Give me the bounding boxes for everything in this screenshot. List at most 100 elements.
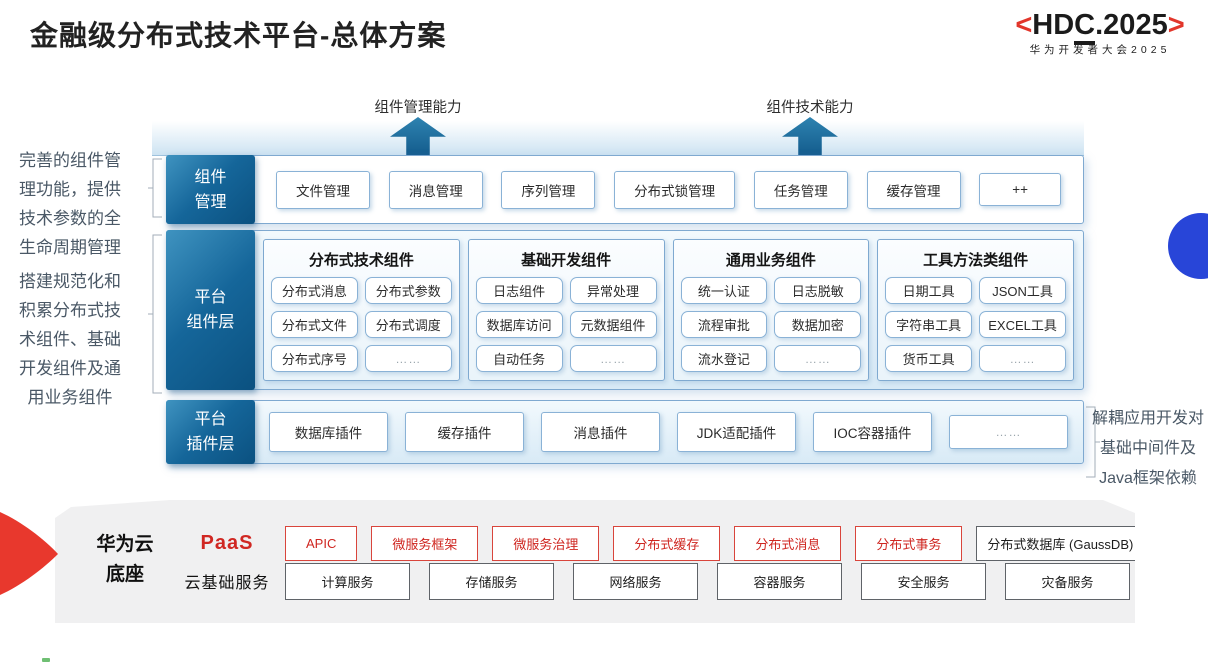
component-cell-more: …… [979,345,1066,372]
paas-item: 微服务治理 [492,526,599,561]
paas-label: PaaS [200,531,254,554]
note-platform-components: 搭建规范化和积累分布式技术组件、基础开发组件及通用业务组件 [19,272,121,407]
component-management-items: 文件管理 消息管理 序列管理 分布式锁管理 任务管理 缓存管理 ++ [254,156,1083,223]
hdc-logo-subtitle: 华为开发者大会2025 [1029,43,1171,56]
capability-label-management: 组件管理能力 [374,100,462,116]
cloud-service-item: 安全服务 [861,563,986,600]
foundation-label: 华为云 底座 [73,530,177,590]
paas-item: 分布式缓存 [613,526,720,561]
label-line: 组件 [194,168,227,186]
label-line: 管理 [194,193,227,211]
platform-component-layer-row: 平台 组件层 分布式技术组件 分布式消息 分布式参数 分布式文件 分布式调度 分… [166,230,1084,390]
logo-left-bracket: < [1015,9,1033,41]
mgmt-item: 文件管理 [276,170,370,209]
paas-item: 微服务框架 [371,526,478,561]
component-cell: 日志组件 [475,277,563,304]
label-line: 插件层 [186,436,235,453]
component-cell: 自动任务 [475,345,563,372]
component-columns: 分布式技术组件 分布式消息 分布式参数 分布式文件 分布式调度 分布式序号 ……… [254,231,1083,389]
platform-component-layer-label: 平台 组件层 [166,230,255,390]
cloud-service-item: 灾备服务 [1005,563,1130,600]
note-component-management: 完善的组件管理功能，提供技术参数的全生命周期管理 [19,151,121,257]
left-bracket-row2 [148,234,163,399]
component-cell: 分布式文件 [271,311,358,338]
label-line: 平台 [194,289,227,306]
paas-item: 分布式消息 [734,526,841,561]
plugin-item-more: …… [949,415,1068,449]
note-decoupling: 解耦应用开发对基础中间件及Java框架依赖 [1091,410,1204,487]
component-cell: 数据加密 [774,311,862,338]
plugin-item: 消息插件 [541,412,660,452]
component-cell: 异常处理 [569,277,657,304]
label-line: 底座 [105,564,144,585]
column-common-business: 通用业务组件 统一认证 日志脱敏 流程审批 数据加密 流水登记 …… [672,239,870,381]
cloud-service-item: 网络服务 [573,563,698,600]
blue-circle-decoration [1168,213,1208,279]
paas-item: 分布式事务 [855,526,962,561]
component-cell: 分布式调度 [364,311,452,338]
left-bracket-row1 [148,158,163,223]
paas-items: APIC 微服务框架 微服务治理 分布式缓存 分布式消息 分布式事务 分布式数据… [285,526,1130,561]
cloud-service-item: 计算服务 [285,563,410,600]
plugin-item: 数据库插件 [269,412,388,452]
cloud-service-items: 计算服务 存储服务 网络服务 容器服务 安全服务 灾备服务 [285,563,1130,600]
column-base-dev: 基础开发组件 日志组件 异常处理 数据库访问 元数据组件 自动任务 …… [467,239,665,381]
column-grid: 统一认证 日志脱敏 流程审批 数据加密 流水登记 …… [680,277,862,372]
plugin-item: IOC容器插件 [813,412,932,452]
mgmt-item-more: ++ [979,173,1061,206]
component-cell: 分布式消息 [271,277,358,304]
column-title: 分布式技术组件 [308,252,414,269]
component-cell: JSON工具 [979,277,1066,304]
hdc-logo: <HDC.2025> 华为开发者大会2025 [1000,9,1200,56]
label-line: 平台 [194,411,227,428]
column-grid: 分布式消息 分布式参数 分布式文件 分布式调度 分布式序号 …… [271,277,452,372]
label-line: 组件层 [186,314,235,331]
paas-row: PaaS APIC 微服务框架 微服务治理 分布式缓存 分布式消息 分布式事务 … [183,527,1130,559]
mgmt-item: 缓存管理 [866,170,961,209]
slide-title: 金融级分布式技术平台-总体方案 [30,20,447,51]
column-title: 工具方法类组件 [923,252,1029,269]
component-cell-more: …… [569,345,657,372]
plugin-items: 数据库插件 缓存插件 消息插件 JDK适配插件 IOC容器插件 …… [254,401,1083,463]
platform-plugin-layer-label: 平台 插件层 [166,400,255,464]
component-cell: 流水登记 [680,345,768,372]
platform-plugin-layer-row: 平台 插件层 数据库插件 缓存插件 消息插件 JDK适配插件 IOC容器插件 …… [166,400,1084,464]
top-gradient-band [152,121,1084,156]
cloud-service-item: 存储服务 [429,563,554,600]
logo-part3: .2025 [1095,9,1168,41]
column-grid: 日期工具 JSON工具 字符串工具 EXCEL工具 货币工具 …… [885,277,1066,372]
mgmt-item: 任务管理 [753,170,848,209]
hdc-logo-text: <HDC.2025> [1000,9,1200,45]
red-pointer-shape [0,512,58,595]
column-title: 通用业务组件 [725,252,816,269]
green-edge-marker [42,658,50,662]
component-cell: 字符串工具 [885,311,973,338]
huawei-cloud-foundation-panel: 华为云 底座 PaaS APIC 微服务框架 微服务治理 分布式缓存 分布式消息… [55,500,1135,623]
component-cell: 统一认证 [680,277,768,304]
mgmt-item: 序列管理 [501,170,596,209]
component-cell: 日志脱敏 [774,277,862,304]
paas-item-gaussdb: 分布式数据库 (GaussDB) [976,526,1144,561]
component-cell-more: …… [364,345,452,372]
cloud-service-item: 容器服务 [717,563,842,600]
logo-part2: C [1074,9,1096,45]
logo-part1: HD [1032,9,1075,41]
component-cell: 元数据组件 [569,311,657,338]
paas-item: APIC [285,526,357,561]
component-management-label: 组件 管理 [166,155,255,224]
column-utility-tools: 工具方法类组件 日期工具 JSON工具 字符串工具 EXCEL工具 货币工具 …… [877,239,1074,381]
plugin-item: JDK适配插件 [677,412,796,452]
mgmt-item: 分布式锁管理 [614,170,736,209]
plugin-item: 缓存插件 [405,412,524,452]
component-cell: 分布式序号 [271,345,358,372]
component-cell: 货币工具 [885,345,973,372]
column-distributed-tech: 分布式技术组件 分布式消息 分布式参数 分布式文件 分布式调度 分布式序号 …… [263,239,460,381]
logo-right-bracket: > [1167,9,1185,41]
column-grid: 日志组件 异常处理 数据库访问 元数据组件 自动任务 …… [475,277,657,372]
capability-label-technical: 组件技术能力 [766,100,854,116]
cloud-services-row: 云基础服务 计算服务 存储服务 网络服务 容器服务 安全服务 灾备服务 [183,565,1130,597]
column-title: 基础开发组件 [521,252,612,269]
label-line: 华为云 [96,534,154,555]
component-cell: 数据库访问 [475,311,563,338]
